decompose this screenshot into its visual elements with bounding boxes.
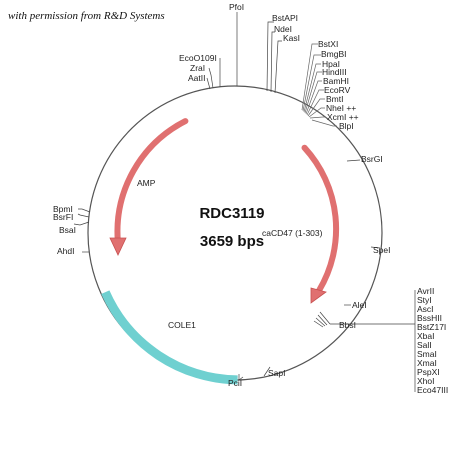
site-bmgbi: BmgBI bbox=[321, 49, 347, 59]
amp-arrow-head bbox=[109, 237, 127, 256]
site-hpai: HpaI bbox=[322, 59, 340, 69]
mcs-bracket bbox=[313, 290, 416, 392]
cole1-ori-arc bbox=[101, 290, 238, 385]
site-alei: AleI bbox=[352, 300, 367, 310]
site-nhei: NheI ++ bbox=[326, 103, 356, 113]
site-bsai: BsaI bbox=[59, 225, 76, 235]
site-bmti: BmtI bbox=[326, 94, 343, 104]
site-zrai: ZraI bbox=[190, 63, 205, 73]
site-ecoo109i: EcoO109I bbox=[179, 53, 217, 63]
site-blpi: BlpI bbox=[339, 121, 354, 131]
amp-arrow-body bbox=[114, 118, 189, 244]
credit-text: with permission from R&D Systems bbox=[8, 10, 165, 22]
mcs-site: PspXI bbox=[417, 367, 440, 377]
site-aatii: AatII bbox=[188, 73, 205, 83]
site-bbsi: BbsI bbox=[339, 320, 356, 330]
site-xcmi: XcmI ++ bbox=[327, 112, 359, 122]
site-spei: SpeI bbox=[373, 245, 391, 255]
site-ecorv: EcoRV bbox=[324, 85, 351, 95]
cole1-label: COLE1 bbox=[168, 320, 196, 330]
site-bsrgi: BsrGI bbox=[361, 154, 383, 164]
mcs-site: AscI bbox=[417, 304, 434, 314]
mcs-site: SmaI bbox=[417, 349, 437, 359]
site-pcii: PciI bbox=[228, 378, 242, 388]
site-bstxi: BstXI bbox=[318, 39, 338, 49]
site-ahdi: AhdI bbox=[57, 246, 75, 256]
site-kasi: KasI bbox=[283, 33, 300, 43]
site-bstapi: BstAPI bbox=[272, 13, 298, 23]
plasmid-size: 3659 bps bbox=[200, 233, 264, 250]
insert-label: caCD47 (1-303) bbox=[262, 228, 323, 238]
site-bpmi: BpmI bbox=[53, 204, 73, 214]
mcs-site: XhoI bbox=[417, 376, 435, 386]
plasmid-name: RDC3119 bbox=[199, 205, 264, 222]
site-bamhi: BamHI bbox=[323, 76, 349, 86]
mcs-site: BssHII bbox=[417, 313, 442, 323]
mcs-site: AvrII bbox=[417, 286, 434, 296]
site-ndei: NdeI bbox=[274, 24, 292, 34]
site-pfoi: PfoI bbox=[229, 2, 244, 12]
site-sapi: SapI bbox=[268, 368, 286, 378]
mcs-site: StyI bbox=[417, 295, 432, 305]
site-bsrfi: BsrFI bbox=[53, 212, 73, 222]
insert-arrow-head bbox=[310, 287, 327, 304]
site-hindiii: HindIII bbox=[322, 67, 347, 77]
mcs-site: XbaI bbox=[417, 331, 435, 341]
mcs-site: BstZ17I bbox=[417, 322, 446, 332]
mcs-list: AvrII StyI AscI BssHII BstZ17I XbaI SalI… bbox=[417, 286, 448, 395]
mcs-site: SalI bbox=[417, 340, 432, 350]
mcs-site: XmaI bbox=[417, 358, 437, 368]
mcs-fan-top bbox=[301, 43, 337, 127]
insert-arrow-body bbox=[301, 144, 340, 294]
amp-label: AMP bbox=[137, 178, 156, 188]
mcs-site: Eco47III bbox=[417, 385, 448, 395]
